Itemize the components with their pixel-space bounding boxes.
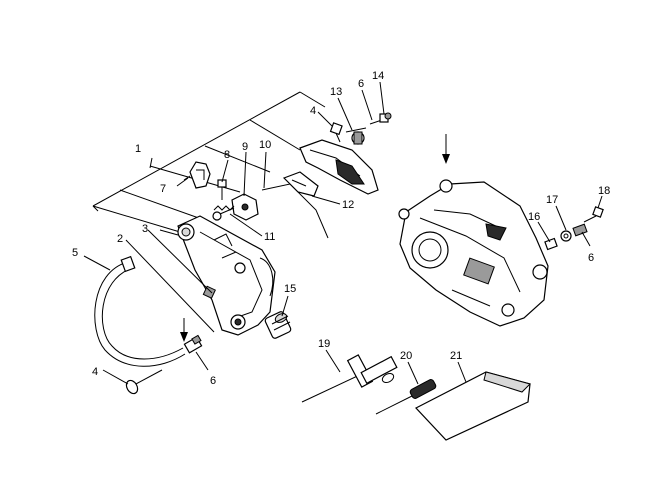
combination-wrench: [301, 354, 398, 403]
callout-1: 1: [135, 143, 141, 155]
callout-20: 20: [400, 350, 412, 362]
chain-guard: [299, 127, 379, 195]
callout-19: 19: [318, 338, 330, 350]
spring: [213, 205, 235, 211]
arrow-down-icon: [442, 134, 450, 164]
adjust-rod: [261, 171, 329, 239]
callout-4-lower: 4: [92, 366, 98, 378]
callout-21: 21: [450, 350, 462, 362]
callout-15: 15: [284, 283, 296, 295]
callout-16: 16: [528, 211, 540, 223]
callout-8: 8: [224, 149, 230, 161]
callout-12: 12: [342, 199, 354, 211]
manual: [415, 371, 531, 441]
tensioner-hardware-right: [544, 206, 604, 251]
fuel-line-hose: [94, 255, 186, 367]
grommet-left: [183, 334, 203, 354]
bolt-lower-left: [125, 369, 163, 395]
callout-6-top: 6: [358, 78, 364, 90]
bushing: [264, 311, 292, 339]
callout-6-right: 6: [588, 252, 594, 264]
callout-4-upper: 4: [310, 105, 316, 117]
arrow-down-icon: [180, 318, 188, 342]
callout-7: 7: [160, 183, 166, 195]
sprocket-cover: [177, 215, 276, 336]
screwdriver: [375, 379, 437, 415]
adjuster-9: [212, 193, 259, 221]
callout-5: 5: [72, 247, 78, 259]
washer-top: [369, 112, 392, 125]
callout-17: 17: [546, 194, 558, 206]
callout-2: 2: [117, 233, 123, 245]
callout-14: 14: [372, 70, 384, 82]
callout-18: 18: [598, 185, 610, 197]
callout-labels: 1 2 3 4 4 5 6 6 6 7 8 9 10 11 12 13 14 1…: [72, 70, 610, 387]
callout-13: 13: [330, 86, 342, 98]
callout-9: 9: [242, 141, 248, 153]
tensioner-bracket: [183, 161, 211, 189]
callout-3: 3: [142, 223, 148, 235]
crankcase-housing: [398, 179, 549, 327]
callout-leaders: [83, 81, 603, 385]
callout-10: 10: [259, 139, 271, 151]
item-1-bracket: [92, 91, 326, 233]
callout-6-left: 6: [210, 375, 216, 387]
bolt-upper: [329, 122, 343, 143]
callout-11: 11: [264, 231, 275, 243]
screw-8: [217, 179, 227, 200]
